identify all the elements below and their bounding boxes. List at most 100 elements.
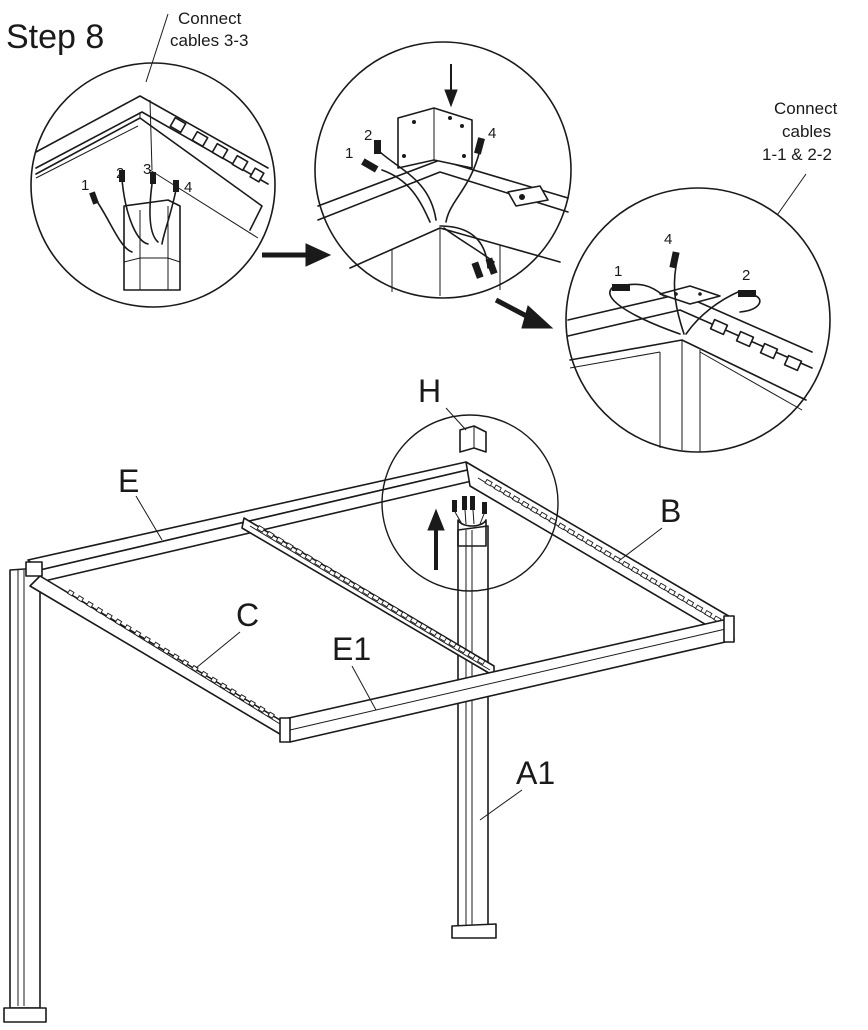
slat-mark <box>400 611 409 619</box>
note-connect-3-3-line1: Connect <box>178 9 242 28</box>
slat-mark <box>200 670 209 679</box>
flow-arrow-right <box>262 243 332 267</box>
slat-mark <box>181 659 190 667</box>
slat-mark <box>704 609 713 618</box>
slat-mark <box>152 641 161 649</box>
slat-mark <box>649 577 658 585</box>
slat-mark <box>594 544 603 553</box>
cable-label-2: 2 <box>364 127 372 144</box>
slat-mark <box>539 511 548 520</box>
part-label-b: B <box>660 493 681 529</box>
slat-mark <box>275 536 285 545</box>
cable-label-1: 1 <box>614 263 622 280</box>
slat-mark <box>612 555 621 564</box>
slat-mark <box>229 688 237 696</box>
slat-mark <box>566 528 576 536</box>
slat-mark <box>448 640 457 648</box>
detail-circle-connect-1-2: 1 4 2 <box>565 187 831 453</box>
slat-mark <box>419 622 428 631</box>
slat-mark <box>267 711 275 719</box>
cable-label-4: 4 <box>488 125 496 142</box>
slat-mark <box>467 651 476 660</box>
cable-label-4: 4 <box>664 231 672 248</box>
slat-mark <box>304 553 313 562</box>
slat-mark <box>191 664 199 673</box>
slat-mark <box>333 571 342 579</box>
slat-mark <box>685 599 695 607</box>
slat-mark <box>143 635 151 644</box>
slat-mark <box>67 589 75 597</box>
slat-mark <box>639 571 649 580</box>
slat-mark <box>86 600 94 609</box>
slat-mark <box>342 576 352 585</box>
slat-mark <box>257 705 266 713</box>
slat-mark <box>476 657 486 665</box>
slat-mark <box>530 506 539 514</box>
slat-mark <box>238 693 247 702</box>
slat-mark <box>114 618 123 626</box>
slat-mark <box>314 559 323 568</box>
slat-mark <box>694 604 704 613</box>
slat-mark <box>210 676 218 684</box>
slat-mark <box>667 588 676 596</box>
slat-mark <box>585 538 594 547</box>
part-label-h: H <box>418 373 441 409</box>
slat-mark <box>493 484 502 493</box>
slat-mark <box>248 699 256 708</box>
slat-mark <box>361 588 371 596</box>
slat-mark <box>575 533 585 542</box>
slat-mark <box>603 549 612 558</box>
detail-circle-connect-3-3: 1 2 3 4 <box>30 62 276 308</box>
note-connect-1-2-line2: cables <box>782 122 831 141</box>
slat-mark <box>438 634 448 642</box>
note-connect-1-2-line1: Connect <box>774 99 838 118</box>
slat-mark <box>520 500 530 509</box>
slat-mark <box>457 645 467 654</box>
slat-mark <box>219 682 228 690</box>
slat-mark <box>352 582 361 591</box>
part-label-e: E <box>118 463 139 499</box>
cable-label-4: 4 <box>184 179 192 196</box>
slat-mark <box>285 542 294 550</box>
slat-mark <box>323 565 333 573</box>
part-label-a1: A1 <box>516 755 555 791</box>
slat-mark <box>371 594 381 602</box>
slat-mark <box>76 595 85 603</box>
slat-mark <box>630 566 640 574</box>
flow-arrow-down-right <box>494 297 554 329</box>
note-connect-3-3-line2: cables 3-3 <box>170 31 248 50</box>
slat-mark <box>409 617 419 625</box>
slat-mark <box>105 612 113 620</box>
cable-label-3: 3 <box>143 161 151 178</box>
slat-mark <box>511 495 521 503</box>
slat-mark <box>95 606 104 615</box>
slat-mark <box>429 628 438 637</box>
slat-mark <box>502 489 512 498</box>
slat-mark <box>266 530 275 539</box>
note-connect-1-2-line3: 1-1 & 2-2 <box>762 145 832 164</box>
slat-mark <box>294 548 304 556</box>
slat-mark <box>172 653 180 661</box>
note-leader-line <box>145 13 169 83</box>
slat-mark <box>162 647 170 655</box>
part-label-c: C <box>236 597 259 633</box>
slat-mark <box>621 560 631 569</box>
slat-mark <box>381 599 390 608</box>
cable-label-1: 1 <box>345 145 353 162</box>
slat-mark <box>133 629 142 638</box>
part-label-e1: E1 <box>332 631 371 667</box>
step-title: Step 8 <box>6 18 104 56</box>
slat-mark <box>256 525 266 533</box>
cable-label-2: 2 <box>116 165 124 182</box>
slat-mark <box>390 605 400 614</box>
detail-circle-insert-bracket: 1 2 4 <box>314 41 572 299</box>
slat-mark <box>124 624 132 632</box>
detail-circle-insert-cables <box>381 414 559 592</box>
slat-mark <box>484 478 493 487</box>
slat-mark <box>676 593 686 602</box>
slat-mark <box>557 522 567 531</box>
cable-label-2: 2 <box>742 267 750 284</box>
slat-mark <box>658 582 667 591</box>
main-frame-assembly <box>3 461 735 1023</box>
